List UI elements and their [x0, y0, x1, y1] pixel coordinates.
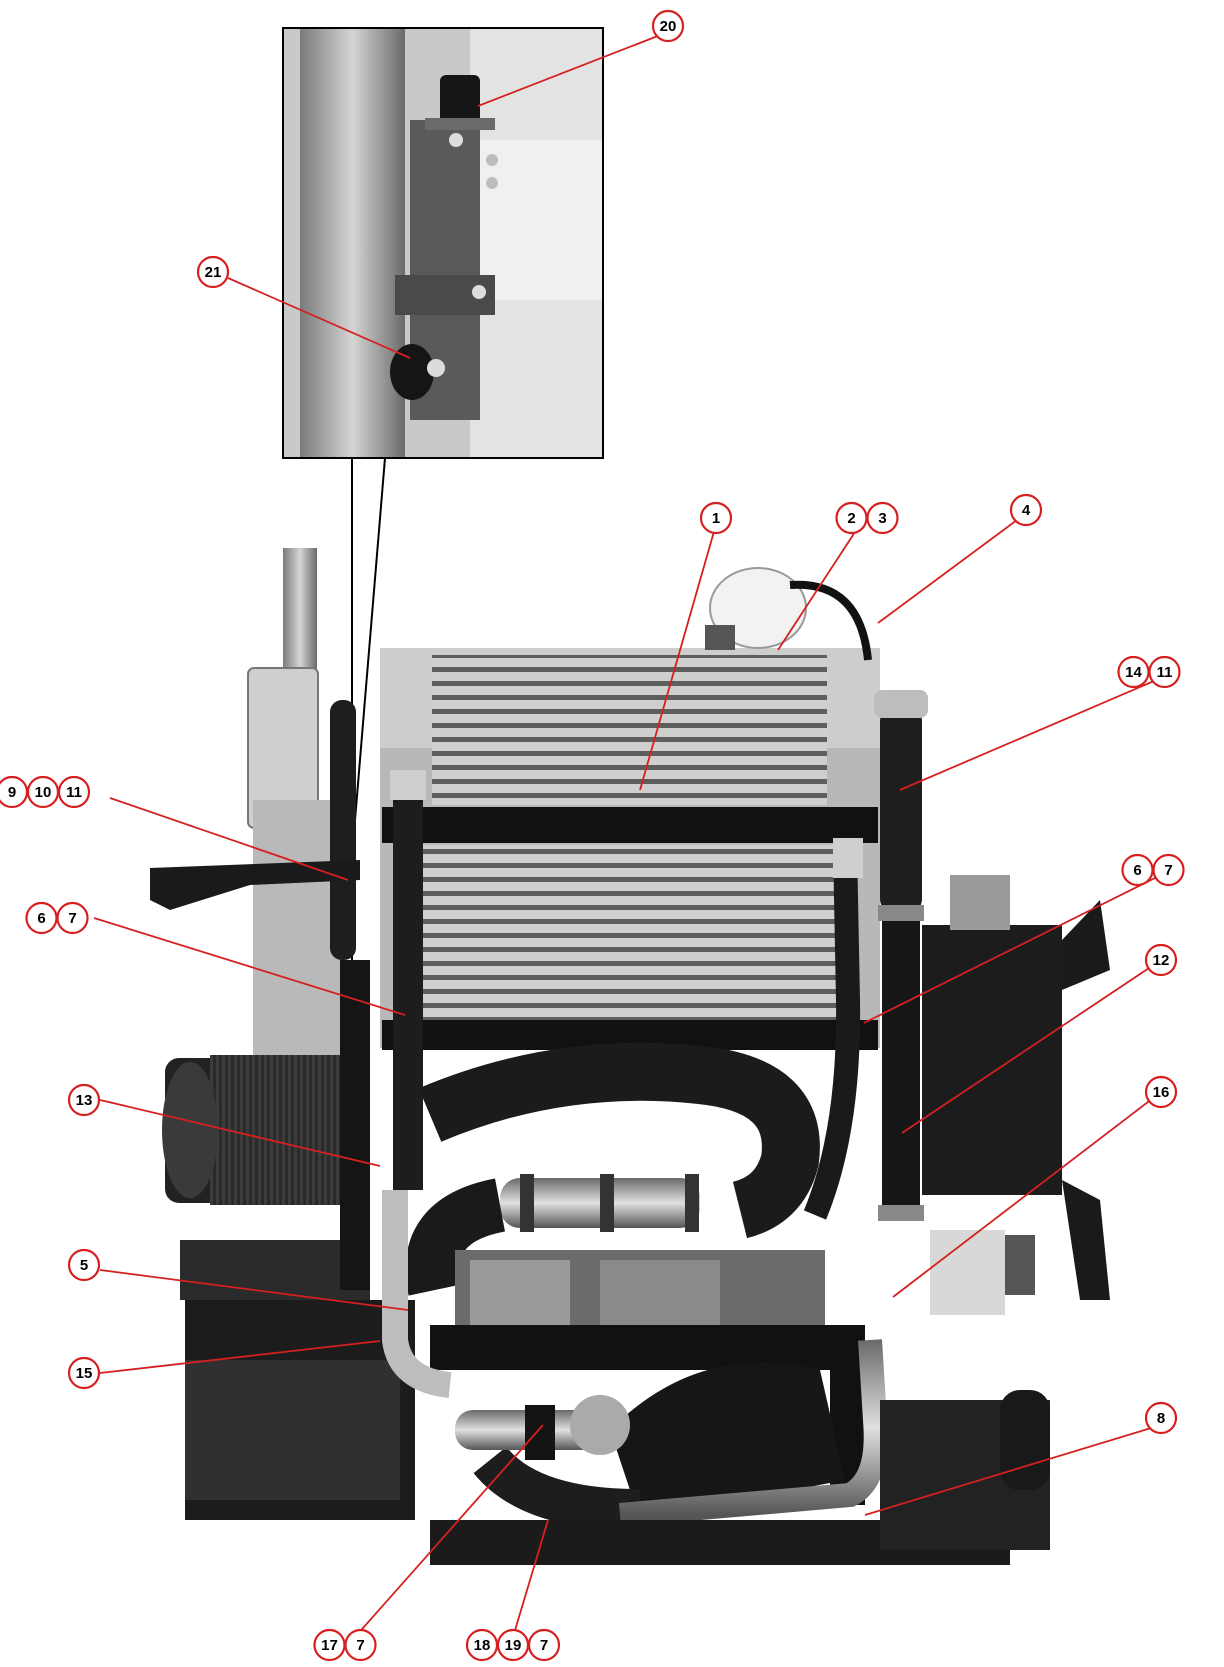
- callout-circle: [1144, 1075, 1178, 1109]
- callout-number: 8: [1157, 1410, 1165, 1427]
- callout-number: 7: [356, 1637, 364, 1654]
- callout-16: 16: [1144, 1075, 1178, 1109]
- callout-number: 21: [205, 264, 222, 281]
- inset-photo: [282, 27, 604, 459]
- callout-18-19-7: 18 19 7: [465, 1628, 561, 1662]
- callout-circle: [1148, 655, 1181, 689]
- callout-circle: [866, 501, 899, 535]
- callout-12: 12: [1144, 943, 1178, 977]
- callout-number: 7: [1164, 862, 1172, 879]
- callout-number: 2: [847, 510, 855, 527]
- inset-connector-right: [354, 457, 386, 821]
- leader-lines: [93, 31, 1162, 1638]
- callout-number: 6: [1133, 862, 1141, 879]
- callout-21: 21: [196, 255, 230, 289]
- callout-14-11: 14 11: [1117, 655, 1181, 689]
- callout-circle: [57, 775, 91, 809]
- callout-number: 4: [1022, 502, 1031, 519]
- callout-13: 13: [67, 1083, 101, 1117]
- callout-4: 4: [1009, 493, 1043, 527]
- callout-number: 12: [1153, 952, 1170, 969]
- callout-circle: [1152, 853, 1185, 887]
- callout-number: 11: [1157, 664, 1173, 681]
- callout-number: 20: [660, 18, 677, 35]
- callout-circle: [1144, 1401, 1178, 1435]
- callout-number: 7: [540, 1637, 548, 1654]
- callout-number: 15: [76, 1365, 93, 1382]
- callout-circle: [56, 901, 89, 935]
- callout-20: 20: [651, 9, 685, 43]
- callout-circle: [67, 1248, 101, 1282]
- callout-number: 18: [474, 1637, 491, 1654]
- callout-circle: [527, 1628, 561, 1662]
- callout-15: 15: [67, 1356, 101, 1390]
- callout-number: 13: [76, 1092, 93, 1109]
- callout-17-7: 17 7: [313, 1628, 377, 1662]
- callout-8: 8: [1144, 1401, 1178, 1435]
- main-photo: [150, 548, 1110, 1565]
- callout-1: 1: [699, 501, 733, 535]
- callout-circle: [67, 1083, 101, 1117]
- callout-9-10-11: 9 10 11: [0, 775, 91, 809]
- callout-circle: [196, 255, 230, 289]
- callout-circle: [1009, 493, 1043, 527]
- callout-number: 1: [712, 510, 720, 527]
- callout-number: 14: [1125, 664, 1142, 681]
- callout-circle: [344, 1628, 377, 1662]
- callout-circle: [651, 9, 685, 43]
- callout-number: 5: [80, 1257, 88, 1274]
- callout-circle: [699, 501, 733, 535]
- callout-number: 10: [35, 784, 52, 801]
- callout-number: 6: [37, 910, 45, 927]
- callout-number: 11: [66, 784, 82, 801]
- callout-number: 19: [505, 1637, 522, 1654]
- callout-circle: [1144, 943, 1178, 977]
- callout-5: 5: [67, 1248, 101, 1282]
- callout-number: 3: [878, 510, 886, 527]
- callout-number: 16: [1153, 1084, 1170, 1101]
- callout-number: 17: [321, 1637, 338, 1654]
- callout-number: 7: [68, 910, 76, 927]
- callout-circle: [67, 1356, 101, 1390]
- callout-number: 9: [8, 784, 16, 801]
